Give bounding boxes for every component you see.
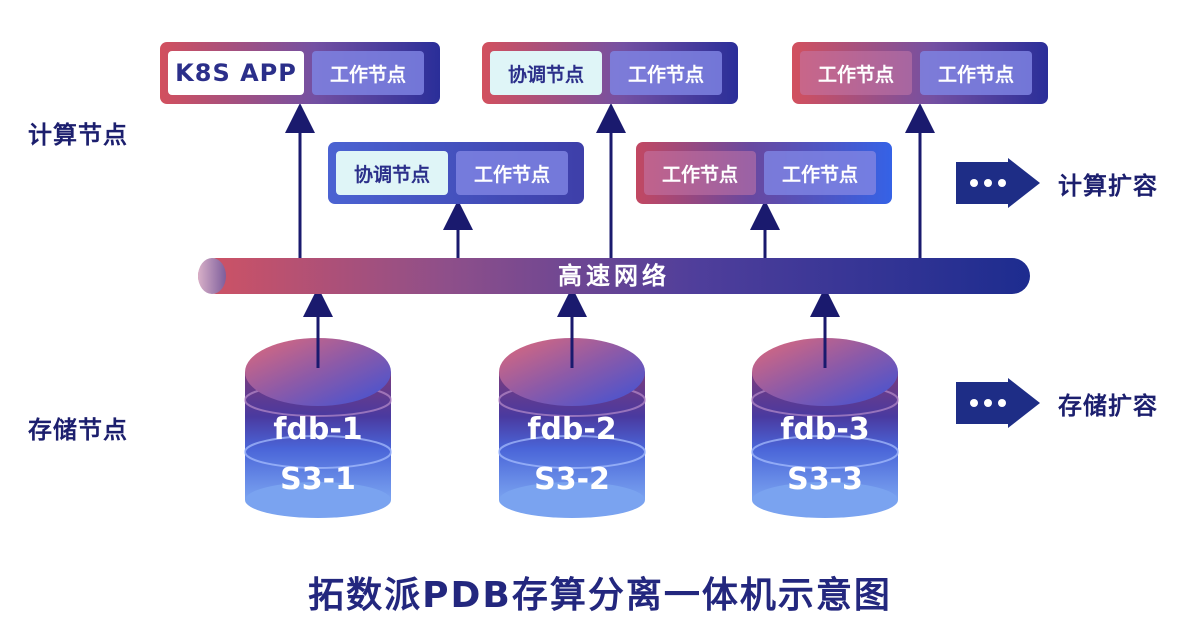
node-cell: 工作节点 xyxy=(456,151,568,195)
storage-2-s3-label: S3-2 xyxy=(534,462,610,497)
compute-scale-ellipsis-arrow-icon xyxy=(956,158,1040,208)
storage-1-s3-label: S3-1 xyxy=(280,462,356,497)
node-cell: K8S APP xyxy=(168,51,304,95)
storage-3-s3-label: S3-3 xyxy=(787,462,863,497)
storage-3-fdb-label: fdb-3 xyxy=(780,412,870,447)
network-label: 高速网络 xyxy=(558,262,670,290)
storage-node-1 xyxy=(244,338,392,518)
node-cell: 工作节点 xyxy=(644,151,756,195)
storage-node-3 xyxy=(751,338,899,518)
storage-scale-label: 存储扩容 xyxy=(1058,392,1158,420)
compute-nodes-label: 计算节点 xyxy=(28,121,128,149)
diagram-caption: 拓数派PDB存算分离一体机示意图 xyxy=(308,575,892,616)
node-cell: 工作节点 xyxy=(764,151,876,195)
compute-scale-label: 计算扩容 xyxy=(1058,172,1158,200)
mid-compute-node-2: 工作节点 工作节点 xyxy=(636,142,892,204)
storage-node-2 xyxy=(498,338,646,518)
node-cell: 工作节点 xyxy=(610,51,722,95)
storage-1-fdb-label: fdb-1 xyxy=(273,412,363,447)
node-cell: 工作节点 xyxy=(312,51,424,95)
top-compute-node-2: 协调节点 工作节点 xyxy=(482,42,738,104)
high-speed-network-bus: 高速网络 xyxy=(198,258,1030,294)
node-cell: 工作节点 xyxy=(800,51,912,95)
top-compute-node-3: 工作节点 工作节点 xyxy=(792,42,1048,104)
mid-compute-node-1: 协调节点 工作节点 xyxy=(328,142,584,204)
bus-end-cap xyxy=(198,258,226,294)
top-compute-node-1: K8S APP 工作节点 xyxy=(160,42,440,104)
storage-2-fdb-label: fdb-2 xyxy=(527,412,617,447)
node-cell: 协调节点 xyxy=(490,51,602,95)
node-cell: 工作节点 xyxy=(920,51,1032,95)
node-cell: 协调节点 xyxy=(336,151,448,195)
storage-scale-ellipsis-arrow-icon xyxy=(956,378,1040,428)
storage-nodes-label: 存储节点 xyxy=(28,416,128,444)
